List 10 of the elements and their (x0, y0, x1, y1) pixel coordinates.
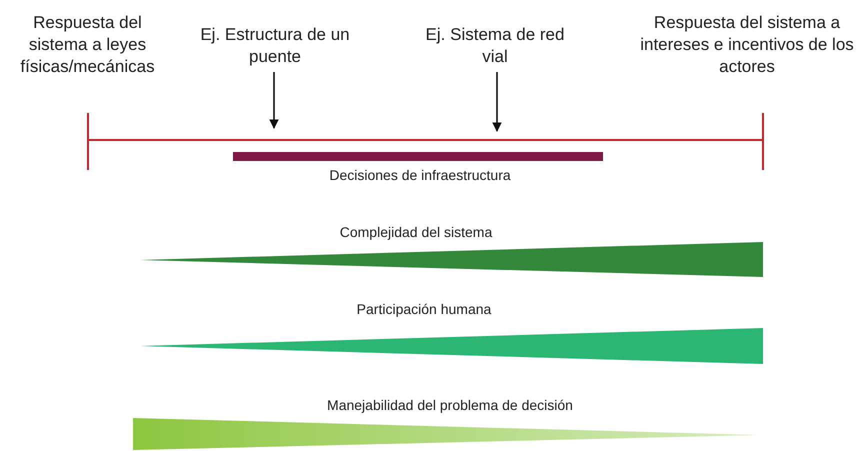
arrow (269, 72, 279, 129)
text-label: Complejidad del sistema (340, 224, 492, 240)
text-label: Manejabilidad del problema de decisión (327, 397, 573, 413)
text-label: Respuesta del sistema a leyes físicas/mecánicas (5, 12, 170, 78)
text-label: Respuesta del sistema a intereses e incentivos de los actores (636, 12, 858, 78)
text-label: Participación humana (356, 301, 492, 317)
text-label: Ej. Sistema de red vial (420, 24, 570, 68)
text-label: Decisiones de infraestructura (329, 167, 511, 183)
arrow (492, 72, 502, 132)
text-label: Ej. Estructura de un puente (200, 24, 350, 68)
